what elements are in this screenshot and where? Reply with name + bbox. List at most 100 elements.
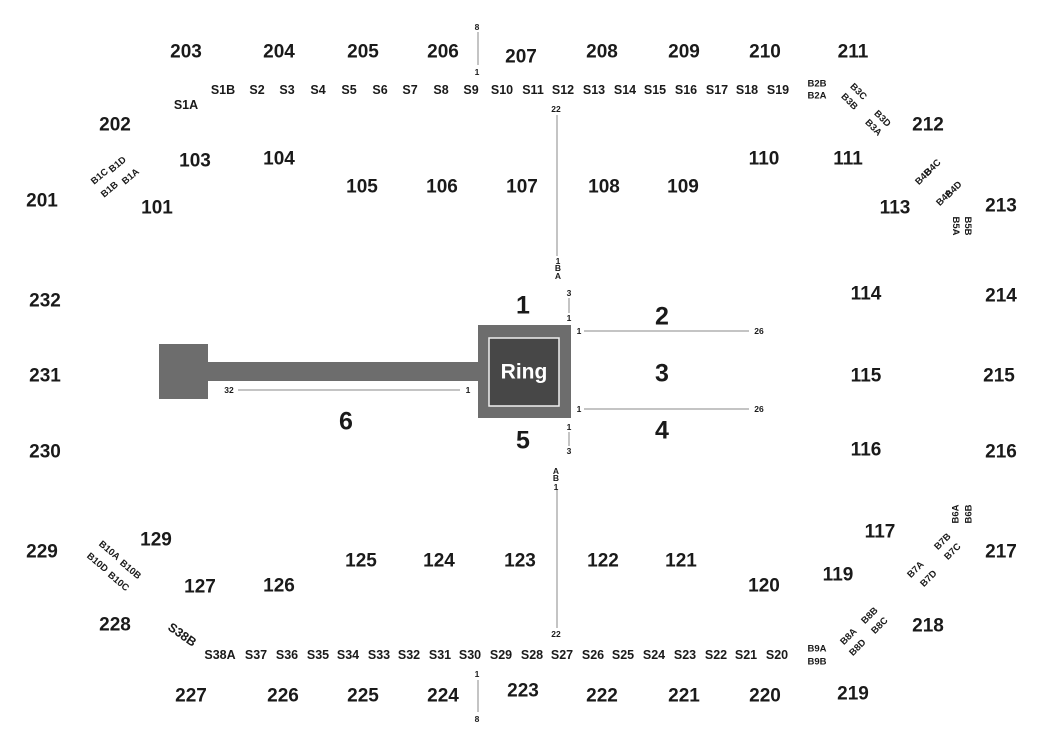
- section-121[interactable]: 121: [665, 550, 697, 572]
- floor-section-2[interactable]: 2: [655, 302, 669, 331]
- suite-s24[interactable]: S24: [642, 647, 666, 662]
- box-b5b[interactable]: B5B: [961, 216, 973, 236]
- section-219[interactable]: 219: [837, 683, 869, 705]
- suite-s26[interactable]: S26: [581, 647, 605, 662]
- section-208[interactable]: 208: [586, 41, 618, 63]
- suite-s6[interactable]: S6: [372, 82, 388, 97]
- floor-section-6[interactable]: 6: [339, 407, 353, 436]
- section-205[interactable]: 205: [347, 41, 379, 63]
- section-124[interactable]: 124: [423, 550, 455, 572]
- section-129[interactable]: 129: [140, 529, 172, 551]
- floor-section-1[interactable]: 1: [516, 291, 530, 320]
- suite-s1a[interactable]: S1A: [173, 97, 199, 112]
- section-201[interactable]: 201: [26, 190, 58, 212]
- suite-s23[interactable]: S23: [673, 647, 697, 662]
- suite-s27[interactable]: S27: [550, 647, 574, 662]
- section-125[interactable]: 125: [345, 550, 377, 572]
- section-104[interactable]: 104: [263, 148, 295, 170]
- section-210[interactable]: 210: [749, 41, 781, 63]
- section-106[interactable]: 106: [426, 176, 458, 198]
- suite-s1b[interactable]: S1B: [210, 82, 236, 97]
- ring-inner[interactable]: [488, 337, 560, 407]
- section-101[interactable]: 101: [141, 197, 173, 219]
- section-123[interactable]: 123: [504, 550, 536, 572]
- section-227[interactable]: 227: [175, 685, 207, 707]
- section-115[interactable]: 115: [850, 365, 882, 387]
- section-203[interactable]: 203: [170, 41, 202, 63]
- section-222[interactable]: 222: [586, 685, 618, 707]
- section-232[interactable]: 232: [29, 290, 61, 312]
- suite-s30[interactable]: S30: [458, 647, 482, 662]
- box-b9b[interactable]: B9B: [807, 656, 827, 668]
- section-223[interactable]: 223: [507, 680, 539, 702]
- section-113[interactable]: 113: [879, 197, 911, 219]
- section-207[interactable]: 207: [505, 46, 537, 68]
- section-218[interactable]: 218: [912, 615, 944, 637]
- suite-s13[interactable]: S13: [582, 82, 606, 97]
- suite-s22[interactable]: S22: [704, 647, 728, 662]
- ring-label[interactable]: Ring: [500, 360, 548, 384]
- section-127[interactable]: 127: [184, 576, 216, 598]
- suite-s34[interactable]: S34: [336, 647, 360, 662]
- section-212[interactable]: 212: [912, 114, 944, 136]
- suite-s2[interactable]: S2: [249, 82, 265, 97]
- suite-s14[interactable]: S14: [613, 82, 637, 97]
- suite-s25[interactable]: S25: [611, 647, 635, 662]
- section-105[interactable]: 105: [346, 176, 378, 198]
- stage[interactable]: [159, 344, 208, 399]
- section-126[interactable]: 126: [263, 575, 295, 597]
- suite-s35[interactable]: S35: [306, 647, 330, 662]
- suite-s19[interactable]: S19: [766, 82, 790, 97]
- section-116[interactable]: 116: [850, 439, 882, 461]
- box-b6a[interactable]: B6A: [950, 504, 962, 524]
- section-226[interactable]: 226: [267, 685, 299, 707]
- box-b6b[interactable]: B6B: [963, 504, 975, 524]
- section-117[interactable]: 117: [864, 521, 896, 543]
- section-231[interactable]: 231: [29, 365, 61, 387]
- suite-s9[interactable]: S9: [463, 82, 479, 97]
- section-107[interactable]: 107: [506, 176, 538, 198]
- section-214[interactable]: 214: [985, 285, 1017, 307]
- box-b9a[interactable]: B9A: [807, 643, 827, 655]
- section-213[interactable]: 213: [985, 195, 1017, 217]
- suite-s20[interactable]: S20: [765, 647, 789, 662]
- suite-s37[interactable]: S37: [244, 647, 268, 662]
- suite-s16[interactable]: S16: [674, 82, 698, 97]
- suite-s38a[interactable]: S38A: [204, 647, 236, 662]
- floor-section-3[interactable]: 3: [655, 359, 669, 388]
- suite-s17[interactable]: S17: [705, 82, 729, 97]
- section-216[interactable]: 216: [985, 441, 1017, 463]
- suite-s5[interactable]: S5: [341, 82, 357, 97]
- suite-s32[interactable]: S32: [397, 647, 421, 662]
- box-b2b[interactable]: B2B: [807, 78, 827, 90]
- floor-section-5[interactable]: 5: [516, 426, 530, 455]
- suite-s11[interactable]: S11: [522, 82, 544, 97]
- suite-s8[interactable]: S8: [433, 82, 449, 97]
- section-119[interactable]: 119: [822, 564, 854, 586]
- suite-s4[interactable]: S4: [310, 82, 326, 97]
- section-215[interactable]: 215: [983, 365, 1015, 387]
- section-221[interactable]: 221: [668, 685, 700, 707]
- box-b5a[interactable]: B5A: [949, 216, 961, 236]
- section-108[interactable]: 108: [588, 176, 620, 198]
- section-230[interactable]: 230: [29, 441, 61, 463]
- suite-s7[interactable]: S7: [402, 82, 418, 97]
- suite-s29[interactable]: S29: [489, 647, 513, 662]
- section-228[interactable]: 228: [99, 614, 131, 636]
- section-224[interactable]: 224: [427, 685, 459, 707]
- section-120[interactable]: 120: [748, 575, 780, 597]
- section-220[interactable]: 220: [749, 685, 781, 707]
- section-122[interactable]: 122: [587, 550, 619, 572]
- suite-s28[interactable]: S28: [520, 647, 544, 662]
- section-211[interactable]: 211: [837, 41, 869, 63]
- suite-s33[interactable]: S33: [367, 647, 391, 662]
- section-202[interactable]: 202: [99, 114, 131, 136]
- section-103[interactable]: 103: [179, 150, 211, 172]
- section-229[interactable]: 229: [26, 541, 58, 563]
- section-209[interactable]: 209: [668, 41, 700, 63]
- suite-s21[interactable]: S21: [734, 647, 758, 662]
- section-110[interactable]: 110: [748, 148, 780, 170]
- floor-section-4[interactable]: 4: [655, 416, 669, 445]
- section-206[interactable]: 206: [427, 41, 459, 63]
- section-225[interactable]: 225: [347, 685, 379, 707]
